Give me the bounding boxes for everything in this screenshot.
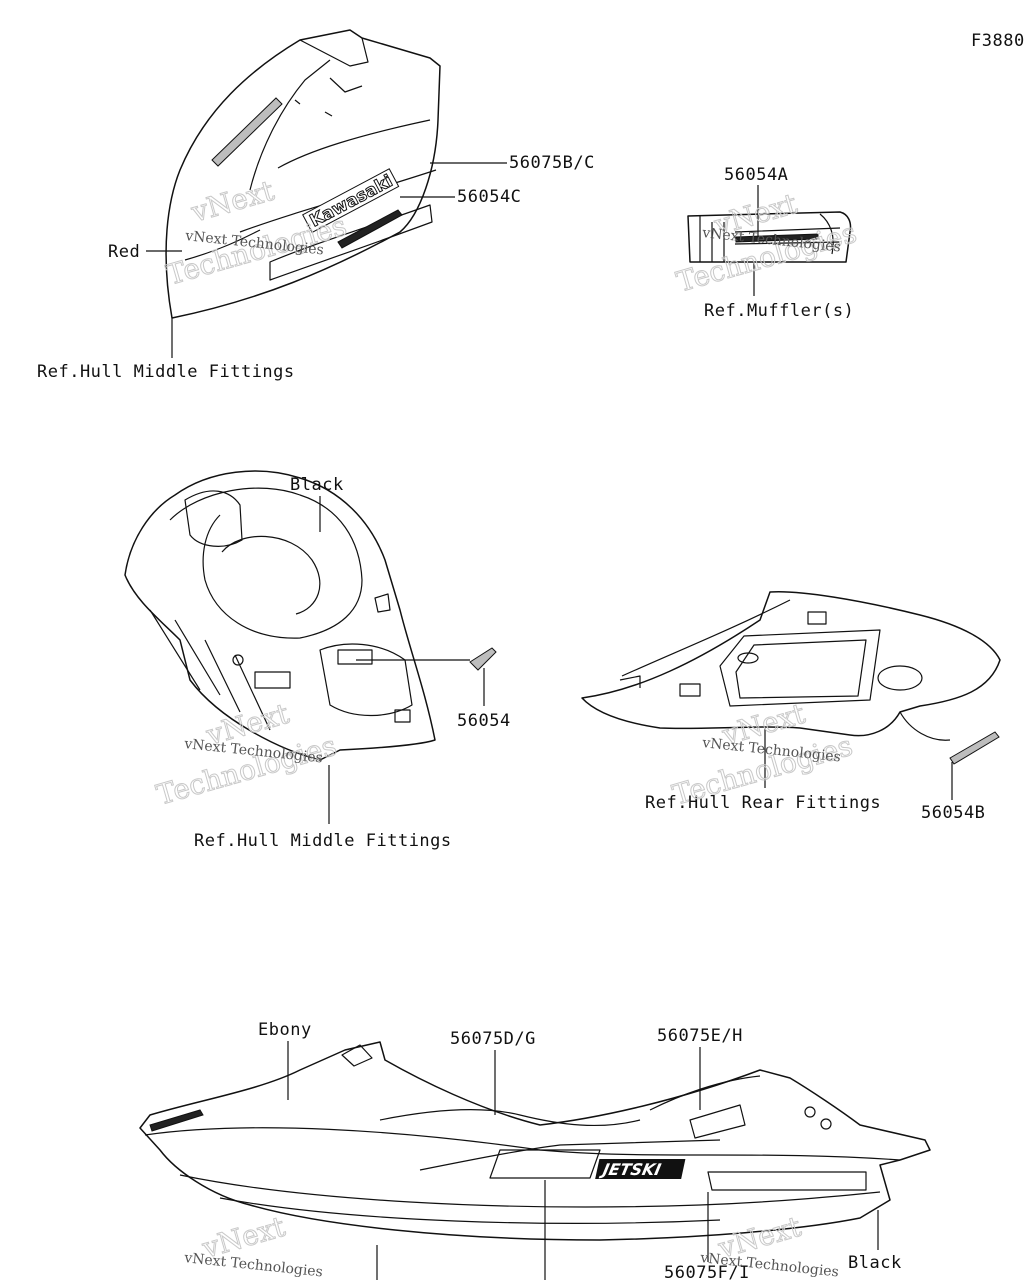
figure-code: F3880C bbox=[971, 31, 1024, 51]
label-ebony: Ebony bbox=[258, 1020, 312, 1040]
ref-hull-middle-fittings-2: Ref.Hull Middle Fittings bbox=[194, 831, 452, 851]
full-hull: JETSKI bbox=[139, 1041, 931, 1241]
callout-56075bc: 56075B/C bbox=[509, 153, 595, 173]
label-red: Red bbox=[108, 242, 140, 262]
decal-56054 bbox=[469, 647, 497, 671]
decal-56054b bbox=[949, 731, 1000, 765]
callout-56075fi: 56075F/I bbox=[664, 1263, 750, 1280]
callout-56075dg: 56075D/G bbox=[450, 1029, 536, 1049]
callout-56075eh: 56075E/H bbox=[657, 1026, 743, 1046]
svg-text:vNext Technologies: vNext Technologies bbox=[183, 1250, 324, 1280]
ref-muffler: Ref.Muffler(s) bbox=[704, 301, 854, 321]
upper-deck-cover: Kawasaki bbox=[165, 29, 441, 319]
muffler-part bbox=[687, 211, 852, 263]
callout-56054a: 56054A bbox=[724, 165, 788, 185]
hull-middle-fittings bbox=[124, 470, 436, 761]
ref-hull-middle-fittings-1: Ref.Hull Middle Fittings bbox=[37, 362, 295, 382]
callout-56054c: 56054C bbox=[457, 187, 521, 207]
label-black-middle: Black bbox=[290, 475, 344, 495]
callout-56054b: 56054B bbox=[921, 803, 985, 823]
ref-hull-rear-fittings: Ref.Hull Rear Fittings bbox=[645, 793, 881, 813]
jetski-logo: JETSKI bbox=[595, 1159, 686, 1179]
hull-rear-fittings bbox=[581, 590, 1001, 741]
label-black-bottom: Black bbox=[848, 1253, 902, 1273]
callout-56054: 56054 bbox=[457, 711, 511, 731]
svg-text:JETSKI: JETSKI bbox=[598, 1160, 663, 1179]
